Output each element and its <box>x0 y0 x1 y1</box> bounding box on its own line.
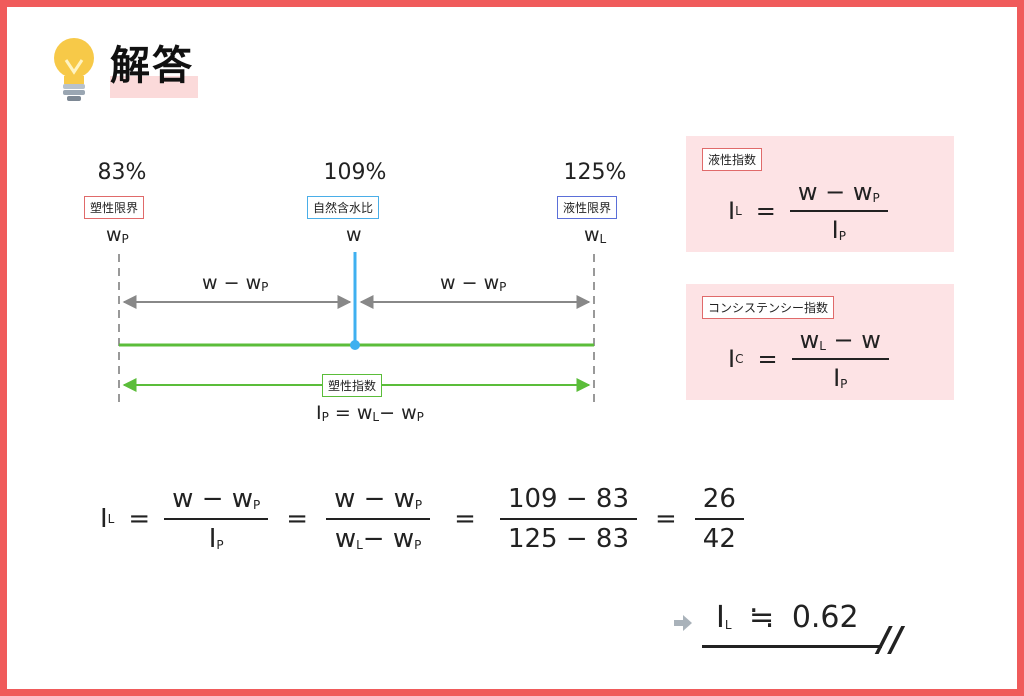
result-underline <box>702 645 882 648</box>
result-formula: IL ≒ 0.62 <box>716 600 859 635</box>
wp-label: wP <box>106 224 129 246</box>
natural-water-content-tag: 自然含水比 <box>307 196 380 219</box>
w-label: w <box>346 224 362 246</box>
liquidity-index-tag: 液性指数 <box>702 148 763 171</box>
plasticity-index-tag: 塑性指数 <box>322 374 383 397</box>
plasticity-index-formula: IP = wL− wP <box>316 402 424 424</box>
plastic-limit-tag: 塑性限界 <box>84 196 145 219</box>
natural-water-content-value: 109% <box>323 160 387 185</box>
natural-water-content-dot <box>350 340 360 350</box>
wl-label: wL <box>584 224 607 246</box>
plastic-limit-value: 83% <box>97 160 147 185</box>
liquid-limit-value: 125% <box>563 160 627 185</box>
page-title: 解答 <box>110 40 198 98</box>
w-minus-wp-left: w − wP <box>202 272 269 294</box>
arrow-right-icon <box>674 615 692 631</box>
lightbulb-icon <box>54 38 94 101</box>
liquid-limit-tag: 液性限界 <box>557 196 618 219</box>
w-minus-wp-right: w − wP <box>440 272 507 294</box>
result-end-mark: // <box>878 620 903 660</box>
consistency-index-tag: コンシステンシー指数 <box>702 296 835 319</box>
